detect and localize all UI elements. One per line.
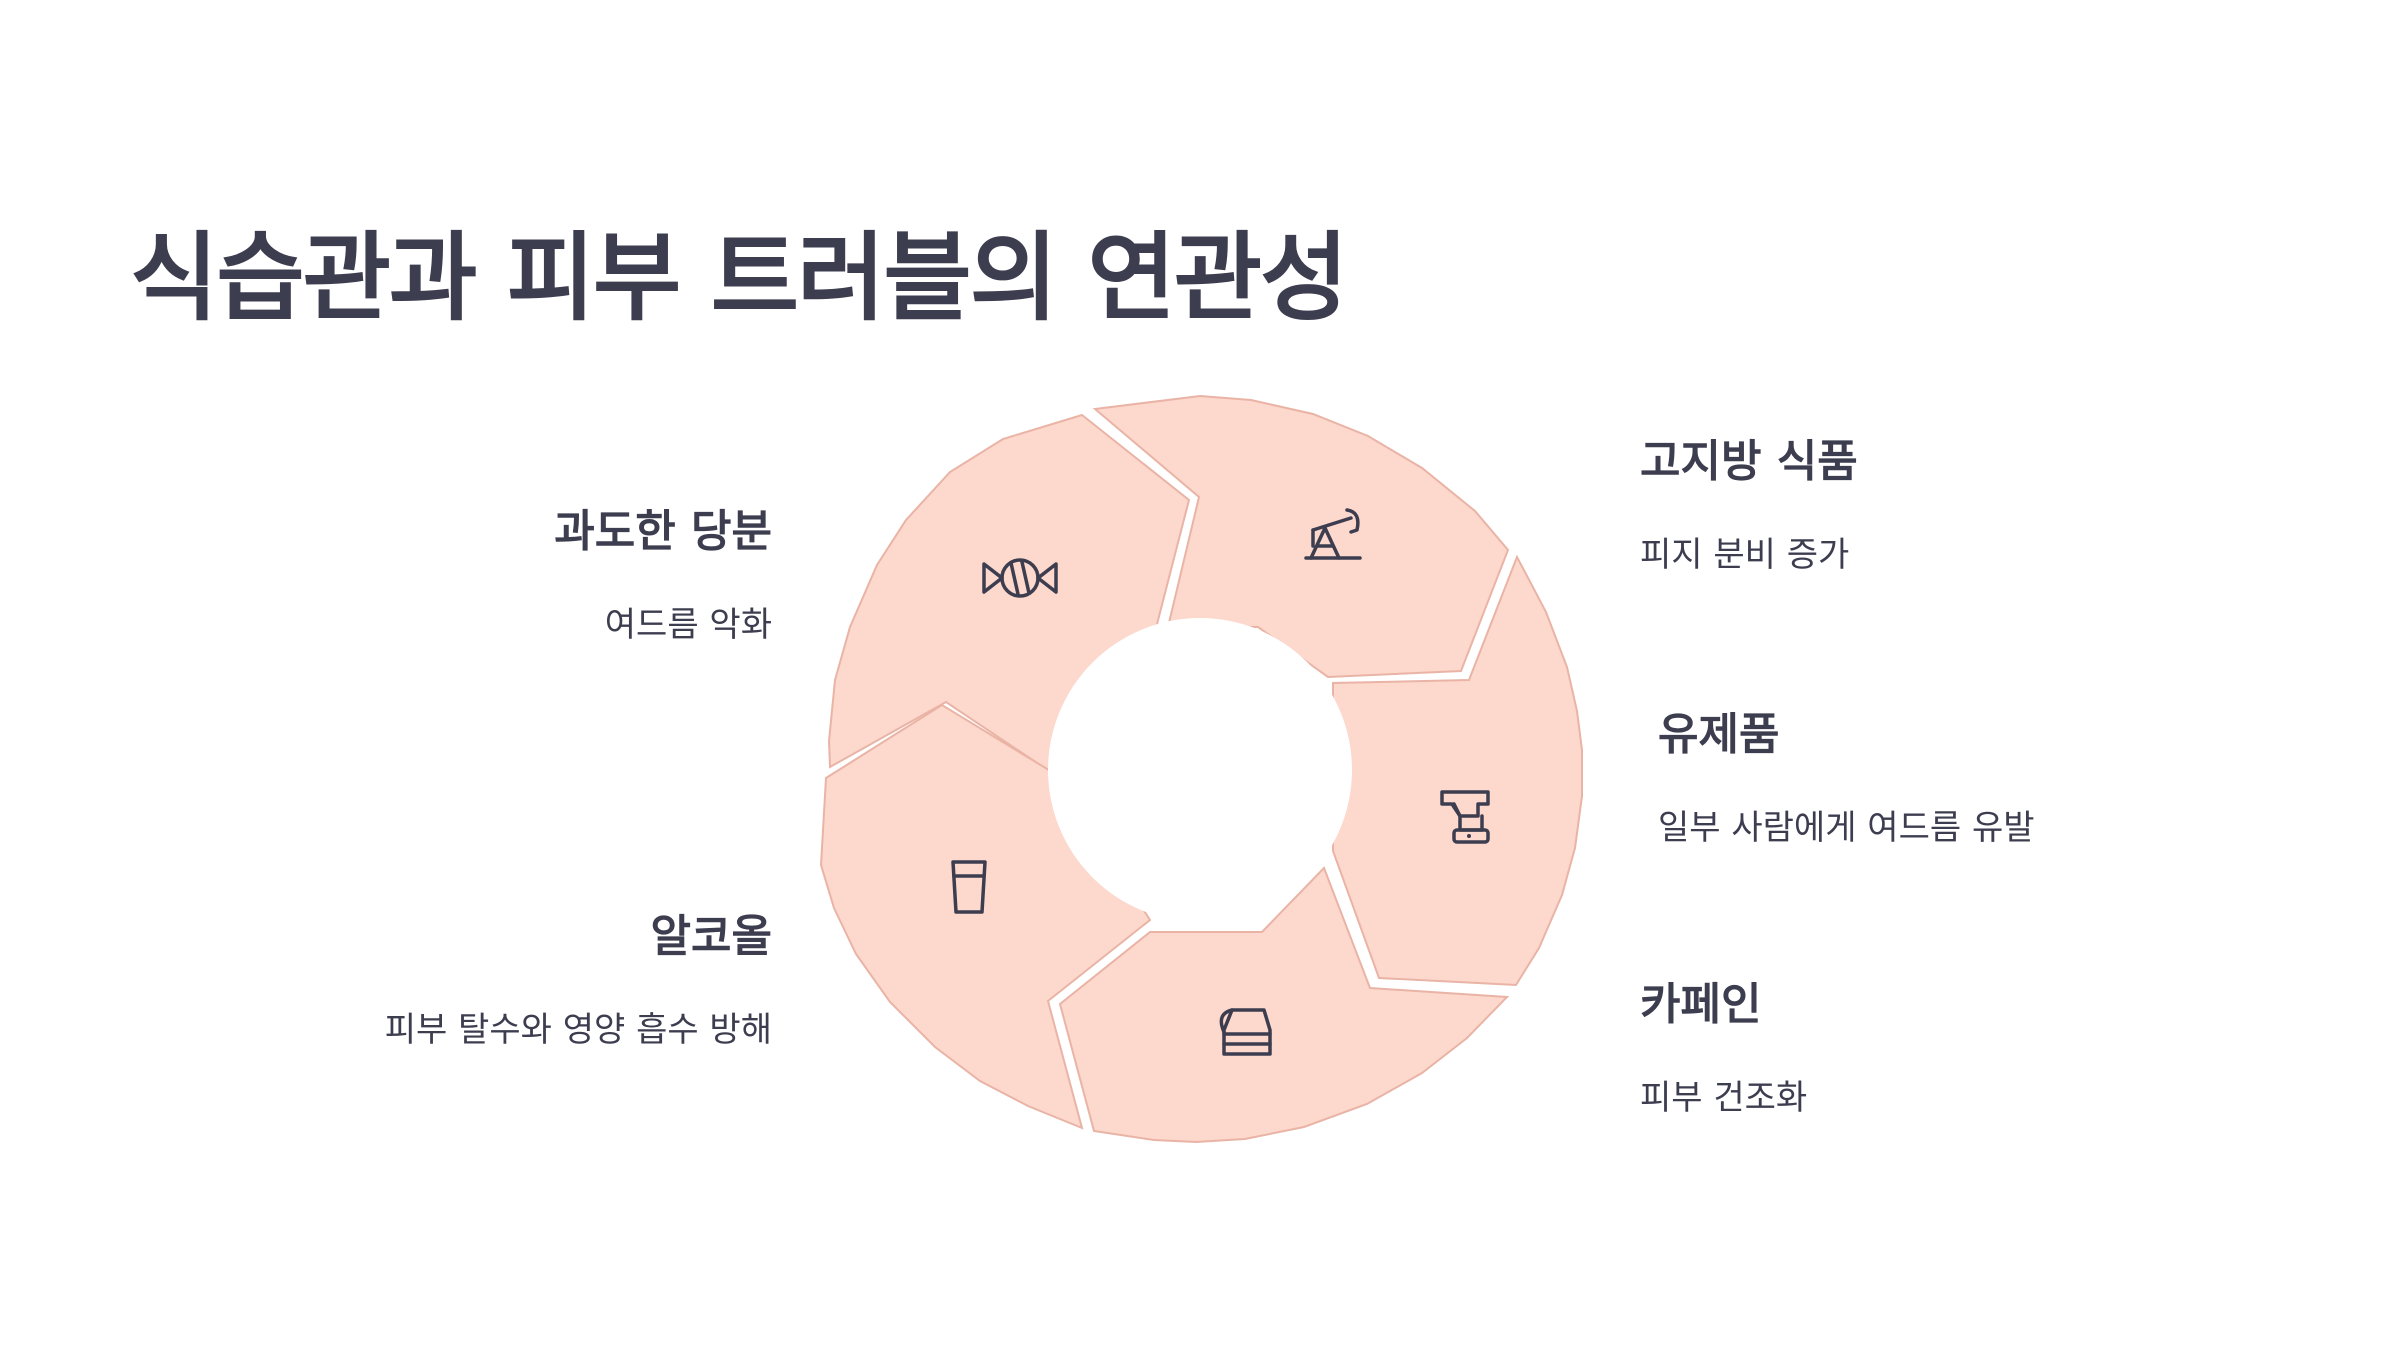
candy-icon	[982, 558, 1058, 598]
label-fat: 고지방 식품 피지 분비 증가	[1640, 425, 2340, 576]
label-desc: 일부 사람에게 여드름 유발	[1658, 808, 2035, 848]
label-desc: 피지 분비 증가	[1640, 535, 1850, 575]
label-head: 카페인	[1640, 979, 1762, 1030]
label-head: 고지방 식품	[1640, 436, 1858, 487]
glass-icon	[951, 860, 987, 914]
label-desc: 피부 건조화	[1640, 1078, 1808, 1118]
label-head: 과도한 당분	[554, 506, 772, 557]
center-hole	[1048, 618, 1352, 922]
label-alcohol: 알코올 피부 탈수와 영양 흡수 방해	[72, 900, 772, 1051]
label-desc: 피부 탈수와 영양 흡수 방해	[384, 1010, 772, 1050]
segment-dairy	[1332, 554, 1583, 987]
label-head: 유제품	[1658, 709, 1780, 760]
oil-pump-icon	[1304, 508, 1362, 560]
segment-caffeine	[1058, 866, 1510, 1144]
page-title: 식습관과 피부 트러블의 연관성	[130, 222, 1348, 334]
label-head: 알코올	[650, 911, 772, 962]
coffee-pot-icon	[1219, 1008, 1272, 1056]
label-caffeine: 카페인 피부 건조화	[1640, 968, 2340, 1119]
label-sugar: 과도한 당분 여드름 악화	[72, 495, 772, 646]
label-dairy: 유제품 일부 사람에게 여드름 유발	[1658, 698, 2358, 849]
label-desc: 여드름 악화	[604, 605, 772, 645]
milk-carton-icon	[1440, 790, 1490, 844]
